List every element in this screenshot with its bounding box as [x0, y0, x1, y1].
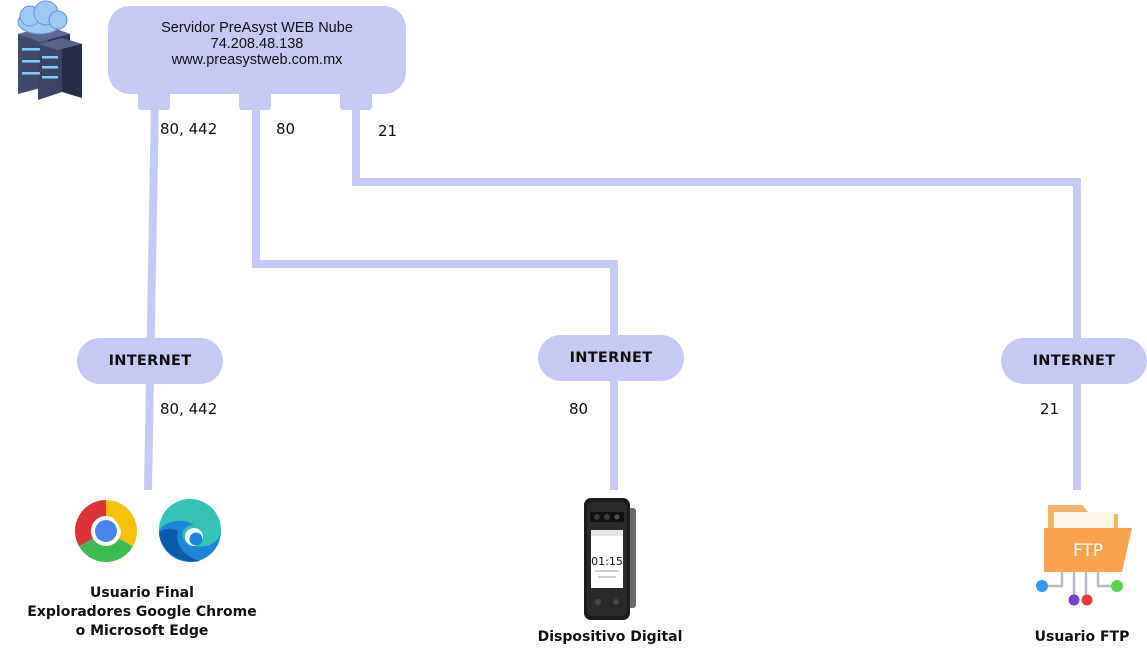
port-label-server-ftp: 21 — [378, 122, 398, 140]
edge-icon — [158, 498, 221, 562]
port-label-server-device: 80 — [276, 120, 296, 138]
port-label-server-browser: 80, 442 — [160, 120, 218, 138]
internet-node-device: INTERNET — [538, 335, 684, 381]
chrome-icon — [74, 500, 138, 563]
internet-node-ftp: INTERNET — [1001, 338, 1147, 384]
caption-browser-line2: Exploradores Google Chrome — [27, 604, 257, 620]
caption-browser-line3: o Microsoft Edge — [75, 623, 209, 639]
server-node: Servidor PreAsyst WEB Nube 74.208.48.138… — [108, 6, 406, 94]
device-screen-time: 01:15 — [591, 555, 623, 568]
caption-browser-user: Usuario Final Exploradores Google Chrome… — [0, 584, 284, 641]
connector-ftp — [352, 100, 1081, 490]
internet-node-browser: INTERNET — [77, 338, 223, 384]
port-label-client-ftp: 21 — [1040, 400, 1060, 418]
port-label-client-browser: 80, 442 — [160, 400, 218, 418]
server-ip: 74.208.48.138 — [210, 36, 304, 52]
ftp-folder-icon: FTP — [1036, 505, 1132, 606]
server-name: Servidor PreAsyst WEB Nube — [161, 20, 353, 36]
caption-ftp-line1: Usuario FTP — [1034, 629, 1130, 645]
port-label-client-device: 80 — [569, 400, 589, 418]
connector-browser — [144, 99, 159, 491]
server-url: www.preasystweb.com.mx — [171, 52, 343, 68]
connector-device — [252, 100, 618, 490]
caption-browser-line1: Usuario Final — [90, 585, 194, 601]
ftp-folder-label: FTP — [1073, 541, 1103, 561]
server-cloud-icon — [17, 0, 82, 100]
caption-ftp-user: Usuario FTP — [1020, 628, 1144, 647]
caption-device-line1: Dispositivo Digital — [537, 629, 683, 645]
biometric-terminal-icon: 01:15 — [584, 498, 636, 620]
caption-device: Dispositivo Digital — [500, 628, 720, 647]
